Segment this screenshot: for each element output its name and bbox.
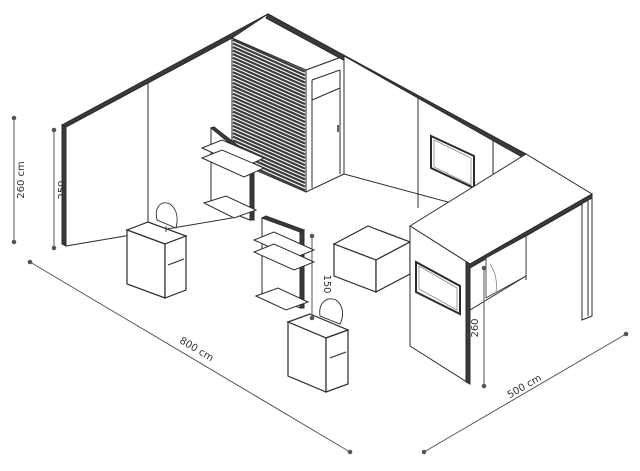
slat-line bbox=[232, 92, 306, 127]
slat-line bbox=[232, 81, 306, 116]
slat-line bbox=[232, 45, 306, 80]
stool-left bbox=[155, 202, 178, 232]
slat-line bbox=[232, 142, 306, 177]
slat-line bbox=[232, 124, 306, 159]
slat-line bbox=[232, 128, 306, 163]
dim-label-height-outer: 260 cm bbox=[16, 161, 27, 199]
dim-label-height-storage: 260 bbox=[470, 318, 481, 337]
dim-label-height-shelf: 150 bbox=[321, 274, 332, 293]
slat-line bbox=[232, 117, 306, 152]
slat-line bbox=[232, 110, 306, 145]
low-table bbox=[332, 225, 412, 293]
counter-left bbox=[125, 221, 188, 299]
slat-line bbox=[232, 139, 306, 174]
slat-line bbox=[232, 67, 306, 102]
dim-label-height-wall: 250 bbox=[57, 180, 68, 199]
slat-line bbox=[232, 56, 306, 91]
slat-line bbox=[232, 114, 306, 149]
slat-line bbox=[232, 60, 306, 95]
left-back-wall bbox=[60, 13, 274, 247]
dim-label-depth: 500 cm bbox=[506, 373, 544, 401]
shelving-unit-middle bbox=[252, 215, 316, 311]
storage-tv-screen bbox=[415, 260, 461, 316]
slat-line bbox=[232, 71, 306, 106]
slat-line bbox=[232, 96, 306, 131]
slat-line bbox=[232, 99, 306, 134]
slat-line bbox=[232, 132, 306, 167]
shelving-unit-back bbox=[200, 126, 266, 221]
slat-line bbox=[232, 49, 306, 84]
slat-line bbox=[232, 103, 306, 138]
counter-front bbox=[286, 313, 350, 393]
slat-line bbox=[232, 38, 306, 73]
slat-line bbox=[232, 121, 306, 156]
slat-line bbox=[232, 135, 306, 170]
slat-line bbox=[232, 63, 306, 98]
slat-line bbox=[232, 106, 306, 141]
slatwall-slats bbox=[232, 38, 306, 192]
slat-line bbox=[232, 85, 306, 120]
slat-line bbox=[232, 89, 306, 124]
slat-line bbox=[232, 42, 306, 77]
dimension-lines bbox=[11, 115, 629, 455]
slat-line bbox=[232, 74, 306, 109]
slat-line bbox=[232, 78, 306, 113]
slat-line bbox=[232, 53, 306, 88]
stool-front bbox=[319, 298, 344, 325]
dim-label-length: 800 cm bbox=[177, 336, 215, 365]
